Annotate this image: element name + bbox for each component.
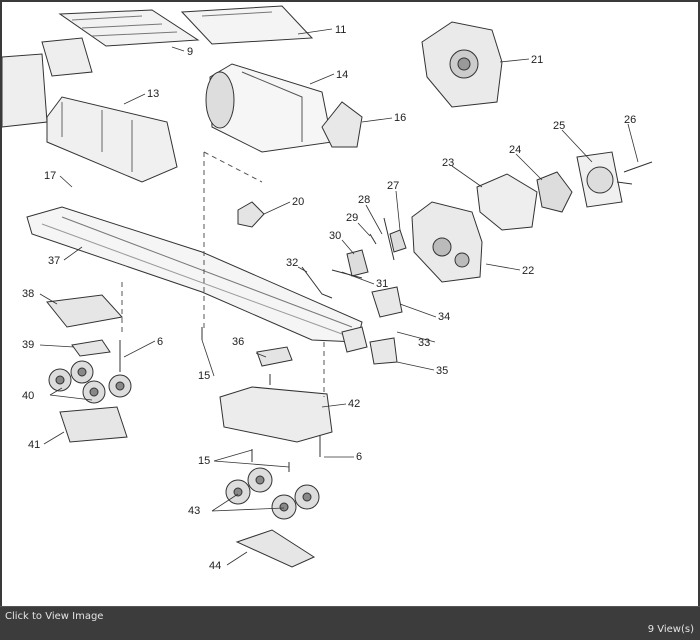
callout-30: 30 xyxy=(329,230,341,242)
callout-11: 11 xyxy=(335,24,346,36)
callout-37: 37 xyxy=(48,255,60,267)
callout-33: 33 xyxy=(418,337,430,349)
callout-43: 43 xyxy=(188,505,200,517)
callout-42: 42 xyxy=(348,398,360,410)
callout-38: 38 xyxy=(22,288,34,300)
callout-29: 29 xyxy=(346,212,358,224)
callout-35: 35 xyxy=(436,365,448,377)
callout-36: 36 xyxy=(232,336,244,348)
callout-24: 24 xyxy=(509,144,521,156)
callout-31: 31 xyxy=(376,278,388,290)
callout-40: 40 xyxy=(22,390,34,402)
callout-20: 20 xyxy=(292,196,304,208)
callout-15-lower: 15 xyxy=(198,455,210,467)
callout-39: 39 xyxy=(22,339,34,351)
diagram-image[interactable]: 9 11 13 14 16 17 20 21 22 23 24 25 26 27… xyxy=(2,2,698,606)
callout-34: 34 xyxy=(438,311,450,323)
callout-13: 13 xyxy=(147,88,159,100)
callout-labels: 9 11 13 14 16 17 20 21 22 23 24 25 26 27… xyxy=(22,24,636,572)
callout-23: 23 xyxy=(442,157,454,169)
callout-16: 16 xyxy=(394,112,406,124)
callout-6-lower: 6 xyxy=(356,451,362,463)
callout-17: 17 xyxy=(44,170,56,182)
callout-14: 14 xyxy=(336,69,348,81)
callout-21: 21 xyxy=(531,54,543,66)
callout-32: 32 xyxy=(286,257,298,269)
leader-lines xyxy=(39,28,639,566)
callout-15-upper: 15 xyxy=(198,370,210,382)
click-to-view-link[interactable]: Click to View Image xyxy=(5,611,104,622)
callout-26: 26 xyxy=(624,114,636,126)
viewer-footer: Click to View Image 9 View(s) xyxy=(0,606,700,640)
callout-9: 9 xyxy=(187,46,193,58)
callout-44: 44 xyxy=(209,560,221,572)
callout-6-upper: 6 xyxy=(157,336,163,348)
callout-25: 25 xyxy=(553,120,565,132)
callout-27: 27 xyxy=(387,180,399,192)
view-count: 9 View(s) xyxy=(647,624,694,635)
callout-41: 41 xyxy=(28,439,40,451)
callout-28: 28 xyxy=(358,194,370,206)
exploded-parts-diagram: 9 11 13 14 16 17 20 21 22 23 24 25 26 27… xyxy=(2,5,653,572)
callout-22: 22 xyxy=(522,265,534,277)
